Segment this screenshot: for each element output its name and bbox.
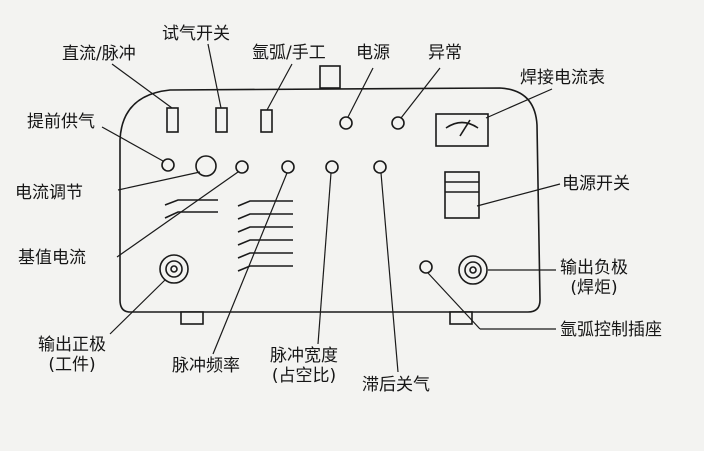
vent-center xyxy=(237,200,293,272)
power-switch xyxy=(444,171,480,219)
knob-base-current xyxy=(235,160,249,174)
label-abnormal: 异常 xyxy=(428,43,462,63)
label-power: 电源 xyxy=(356,43,390,63)
top-handle xyxy=(319,65,341,89)
label-meter: 焊接电流表 xyxy=(520,68,605,88)
label-output-positive-sub: (工件) xyxy=(48,355,96,375)
label-pulse-width-sub: (占空比) xyxy=(271,366,337,386)
lamp-power xyxy=(339,116,353,130)
toggle-gas-test xyxy=(215,107,228,133)
knob-pulse-freq xyxy=(281,160,295,174)
label-output-negative-main: 输出负极 xyxy=(560,258,628,278)
label-pulse-width-main: 脉冲宽度 xyxy=(270,346,338,366)
knob-current-adjust xyxy=(195,155,217,177)
output-positive-terminal xyxy=(159,254,189,284)
label-pulse-width: 脉冲宽度 (占空比) xyxy=(270,346,338,386)
vent-left xyxy=(164,199,218,219)
label-argon-manual: 氩弧/手工 xyxy=(252,43,326,63)
label-base-current: 基值电流 xyxy=(18,248,86,268)
label-output-positive-main: 输出正极 xyxy=(38,335,106,355)
knob-pre-gas xyxy=(161,158,175,172)
toggle-dc-pulse xyxy=(166,107,179,133)
argon-control-socket xyxy=(419,260,433,274)
label-post-gas: 滞后关气 xyxy=(362,375,430,395)
leader-lines xyxy=(101,43,561,373)
label-dc-pulse: 直流/脉冲 xyxy=(62,44,136,64)
label-output-negative-sub: (焊炬) xyxy=(570,278,618,298)
label-pulse-freq: 脉冲频率 xyxy=(172,356,240,376)
machine-body xyxy=(119,87,541,313)
label-pre-gas: 提前供气 xyxy=(27,112,95,132)
label-output-positive: 输出正极 (工件) xyxy=(38,335,106,375)
foot-right xyxy=(449,311,473,325)
label-gas-test: 试气开关 xyxy=(162,24,230,44)
knob-post-gas xyxy=(373,160,387,174)
label-power-switch: 电源开关 xyxy=(562,174,630,194)
foot-left xyxy=(180,311,204,325)
label-current-adjust: 电流调节 xyxy=(15,183,83,203)
lamp-abnormal xyxy=(391,116,405,130)
label-argon-socket: 氩弧控制插座 xyxy=(560,320,662,340)
ammeter xyxy=(435,113,489,147)
toggle-argon-manual xyxy=(260,109,273,133)
knob-pulse-width xyxy=(325,160,339,174)
label-output-negative: 输出负极 (焊炬) xyxy=(560,258,628,298)
output-negative-terminal xyxy=(458,255,488,285)
